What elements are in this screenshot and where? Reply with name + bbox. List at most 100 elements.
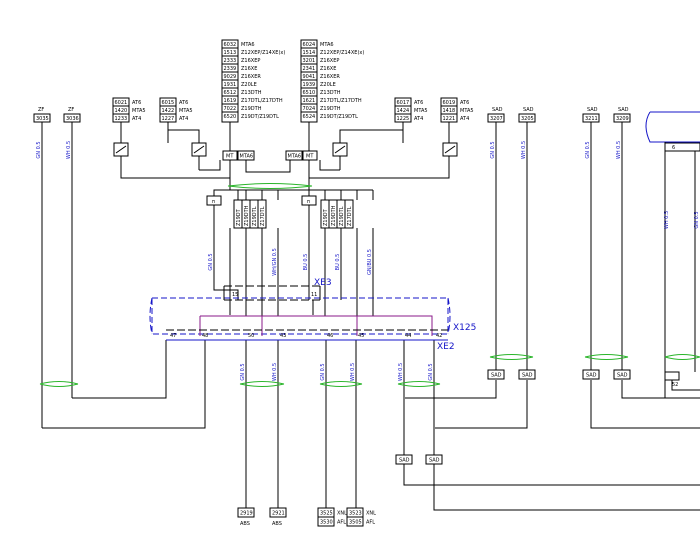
engine-right-label: Z19DT/Z19DTL (320, 114, 358, 120)
gearbox-code: 6021 (115, 100, 128, 106)
wire-color-label: GN 0.5 (428, 363, 434, 380)
engine-right-code: 6510 (303, 90, 316, 96)
abs-connector-box (237, 507, 255, 518)
wire-color-label: BU 0.5 (303, 254, 309, 271)
wire-color-label: BU 0.5 (335, 254, 341, 271)
switch-group: MT MTA6 MTA6 MT (113, 142, 458, 161)
gearbox-label: AT6 (460, 100, 469, 106)
engine-left-code: 7022 (224, 106, 237, 112)
top-connector-code: 3036 (66, 116, 79, 122)
engine-right-label: Z19DTH (320, 106, 341, 112)
engine-right-code: 2341 (303, 66, 316, 72)
wire-color-label: WH 0.5 (350, 363, 356, 381)
model-label: Z19DTL (252, 206, 258, 226)
xnl-label: XNL (337, 511, 347, 517)
top-connector-label: SAD (587, 107, 598, 113)
engine-left-label: Z16XER (241, 74, 261, 80)
top-connector-code: 3207 (490, 116, 503, 122)
top-connector-code: 3205 (521, 116, 534, 122)
wire-color-label: GN 0.5 (490, 141, 496, 158)
gearbox-label: AT4 (460, 116, 469, 122)
gearbox-code: 1420 (115, 108, 128, 114)
engine-right-code: 1514 (303, 50, 316, 56)
abs-connector-label: ABS (240, 521, 250, 527)
sad-box (395, 454, 413, 465)
gearbox-label: AT4 (132, 116, 141, 122)
engine-left-label: Z19DTH (241, 106, 262, 112)
mt-label-left: MT (226, 154, 234, 160)
xnl-code: 3523 (349, 511, 362, 517)
wire-color-label: WH/GN 0.5 (272, 248, 278, 276)
connector-x125 (149, 285, 451, 341)
engine-left-code: 1513 (224, 50, 237, 56)
gearbox-code: 6019 (443, 100, 456, 106)
engine-right-label: Z13DTH (320, 90, 341, 96)
model-label: Z17DTL (260, 206, 266, 226)
wire-color-label: GN/BU 0.5 (367, 249, 373, 275)
engine-left-code: 1619 (224, 98, 237, 104)
pin-number: 48 (202, 333, 208, 339)
gearbox-label: MTA5 (460, 108, 474, 114)
pin-number: 44 (405, 333, 411, 339)
gearbox-code: 1225 (397, 116, 410, 122)
xnl-code: 3525 (320, 511, 333, 517)
sad-label: SAD (491, 373, 502, 379)
gearbox-code: 1418 (443, 108, 456, 114)
engine-left-code: 6512 (224, 90, 237, 96)
gearbox-label: AT6 (132, 100, 141, 106)
mta6-label-left: MTA6 (240, 154, 254, 160)
sad-box (518, 369, 536, 380)
engine-right-label: Z16XE (320, 66, 336, 72)
top-connector-label: ZF (68, 107, 74, 113)
top-connector-label: ZF (38, 107, 44, 113)
wire-color-label: GN 0.5 (585, 141, 591, 158)
engine-left-label: Z12XEP/Z14XE(x) (241, 50, 285, 56)
engine-left-label: Z16XE (241, 66, 257, 72)
mta6-label-right: MTA6 (288, 154, 302, 160)
model-label: Z17DTL (347, 206, 353, 226)
afl-code: 3530 (320, 520, 333, 526)
pin-number: 45 (358, 333, 364, 339)
engine-left-code: 6032 (224, 42, 237, 48)
engine-right-code: 1939 (303, 82, 316, 88)
wire-color-label: GN 0.5 (36, 141, 42, 158)
model-label: Z19DT (323, 208, 329, 226)
xnl-label: XNL (366, 511, 376, 517)
top-connector-label: SAD (523, 107, 534, 113)
engine-left-label: Z16XEP (241, 58, 260, 64)
gearbox-label: AT6 (179, 100, 188, 106)
engine-right-label: Z12XEP/Z14XE(x) (320, 50, 364, 56)
afl-label: AFL (337, 520, 346, 526)
right-edge-device: 6 (645, 111, 700, 152)
sad-label: SAD (522, 373, 533, 379)
engine-right-code: 7024 (303, 106, 316, 112)
pin-52: 52 (672, 382, 678, 388)
bottom-connectors: 2919ABS2921ABS35253530XNLAFL35233505XNLA… (237, 507, 376, 527)
pin-number: 47 (170, 333, 176, 339)
gearbox-code: 1227 (162, 116, 175, 122)
mt-box-right (302, 150, 318, 161)
engine-left-label: Z19DT/Z19DTL (241, 114, 279, 120)
afl-label: AFL (366, 520, 375, 526)
engine-left-label: Z13DTH (241, 90, 262, 96)
gearbox-label: MTA5 (132, 108, 146, 114)
model-label: Z19DTH (331, 205, 337, 226)
sad-box (613, 369, 631, 380)
engine-left-code: 1931 (224, 82, 237, 88)
relay-switch-4 (442, 142, 458, 157)
engine-left-code: 2339 (224, 66, 237, 72)
relay-switch-2 (191, 142, 207, 157)
wires-black (41, 122, 700, 511)
relay-switch-1 (113, 142, 129, 157)
xe2-label: XE2 (437, 342, 455, 352)
gearbox-code: 6017 (397, 100, 410, 106)
model-label: Z19DTH (244, 205, 250, 226)
wire-color-label: GN 0.5 (320, 363, 326, 380)
